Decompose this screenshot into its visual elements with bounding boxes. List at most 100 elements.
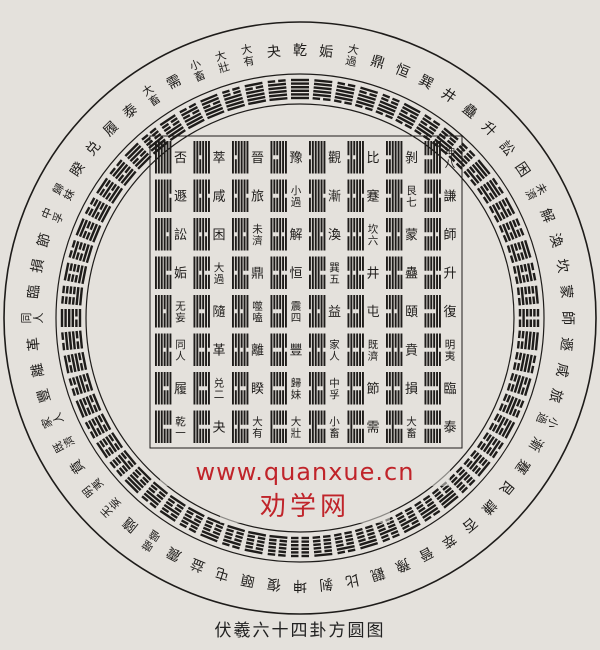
yin-line — [362, 352, 364, 366]
circle-label: 復 — [266, 575, 282, 593]
yang-line — [271, 334, 273, 367]
square-label: 履 — [174, 382, 187, 397]
yin-line — [164, 313, 166, 327]
yin-line — [247, 198, 249, 212]
yang-line — [312, 180, 314, 213]
yin-line — [164, 429, 166, 443]
yang-line — [279, 218, 281, 251]
square-label: 明夷 — [445, 339, 456, 363]
yin-line — [273, 352, 275, 366]
yin-line — [401, 275, 403, 289]
yin-line — [389, 372, 391, 386]
yin-line — [309, 429, 311, 443]
yang-line — [238, 411, 240, 444]
yang-line — [164, 257, 166, 290]
yin-line — [273, 334, 275, 348]
yang-line — [232, 180, 234, 213]
watermark-name: 劝学网 — [220, 486, 390, 523]
circle-hexagram — [291, 79, 309, 99]
yin-line — [395, 390, 397, 404]
yin-line — [309, 141, 311, 155]
yin-line — [439, 275, 441, 289]
yang-line — [202, 180, 204, 213]
circle-label: 師 — [559, 311, 575, 325]
yin-line — [309, 159, 311, 173]
square-cell: 隨 — [194, 295, 226, 328]
yin-line — [309, 218, 311, 232]
yin-line — [362, 411, 364, 425]
yin-line — [205, 257, 207, 271]
yin-line — [273, 180, 275, 194]
yin-line — [279, 313, 281, 327]
yang-line — [528, 332, 532, 350]
yin-line — [202, 352, 204, 366]
yang-line — [232, 295, 234, 328]
yin-line — [199, 313, 201, 327]
yin-line — [282, 372, 284, 386]
yin-line — [348, 180, 350, 194]
square-label: 大有 — [252, 415, 263, 440]
circle-hexagram — [463, 450, 490, 477]
yin-line — [395, 334, 397, 348]
yin-line — [362, 275, 364, 289]
yin-line — [356, 411, 358, 425]
yang-line — [65, 332, 69, 350]
yin-line — [321, 236, 323, 250]
square-label: 咸 — [212, 189, 225, 204]
yin-line — [389, 236, 391, 250]
yin-line — [273, 429, 275, 443]
yin-line — [244, 411, 246, 425]
yang-line — [279, 257, 281, 290]
yang-line — [279, 180, 281, 213]
circle-hexagram — [519, 309, 539, 327]
yin-line — [324, 275, 326, 289]
yin-line — [430, 236, 432, 250]
square-cell: 需 — [348, 411, 380, 444]
yin-line — [348, 390, 350, 404]
yang-line — [72, 309, 74, 327]
yin-line — [273, 295, 275, 309]
yin-line — [398, 390, 400, 404]
yin-line — [247, 429, 249, 443]
square-label: 旅 — [251, 189, 264, 204]
circle-label: 比 — [344, 571, 361, 589]
yang-line — [359, 295, 361, 328]
yin-line — [291, 551, 309, 553]
yang-line — [318, 218, 320, 251]
yin-line — [202, 390, 204, 404]
yang-line — [531, 332, 535, 350]
yin-line — [395, 313, 397, 327]
yin-line — [167, 429, 169, 443]
square-cell: 履 — [155, 372, 187, 405]
yin-line — [205, 372, 207, 386]
square-label: 家人 — [329, 338, 340, 363]
yin-line — [353, 180, 355, 194]
square-cell: 謙 — [425, 180, 457, 213]
yin-line — [241, 372, 243, 386]
yin-line — [164, 411, 166, 425]
yang-line — [158, 334, 160, 367]
circle-hexagram — [61, 309, 81, 327]
yin-line — [273, 141, 275, 155]
yin-line — [386, 218, 388, 232]
yang-line — [161, 295, 163, 328]
square-cell: 革 — [194, 334, 226, 367]
yang-line — [86, 396, 95, 414]
yang-line — [271, 141, 273, 174]
yin-line — [389, 334, 391, 348]
square-label: 未濟 — [252, 223, 263, 247]
yin-line — [291, 540, 309, 542]
yin-line — [386, 390, 388, 404]
yang-line — [321, 141, 323, 174]
circle-hexagram — [507, 373, 532, 396]
circle-hexagram — [414, 114, 440, 141]
yang-line — [196, 180, 198, 213]
circle-hexagram — [375, 94, 399, 120]
circle-label: 離 — [28, 362, 47, 379]
yang-line — [202, 218, 204, 251]
yin-line — [386, 159, 388, 173]
circle-hexagram — [160, 495, 186, 522]
square-cell: 剝 — [386, 141, 418, 174]
yin-line — [348, 159, 350, 173]
yin-line — [199, 352, 201, 366]
